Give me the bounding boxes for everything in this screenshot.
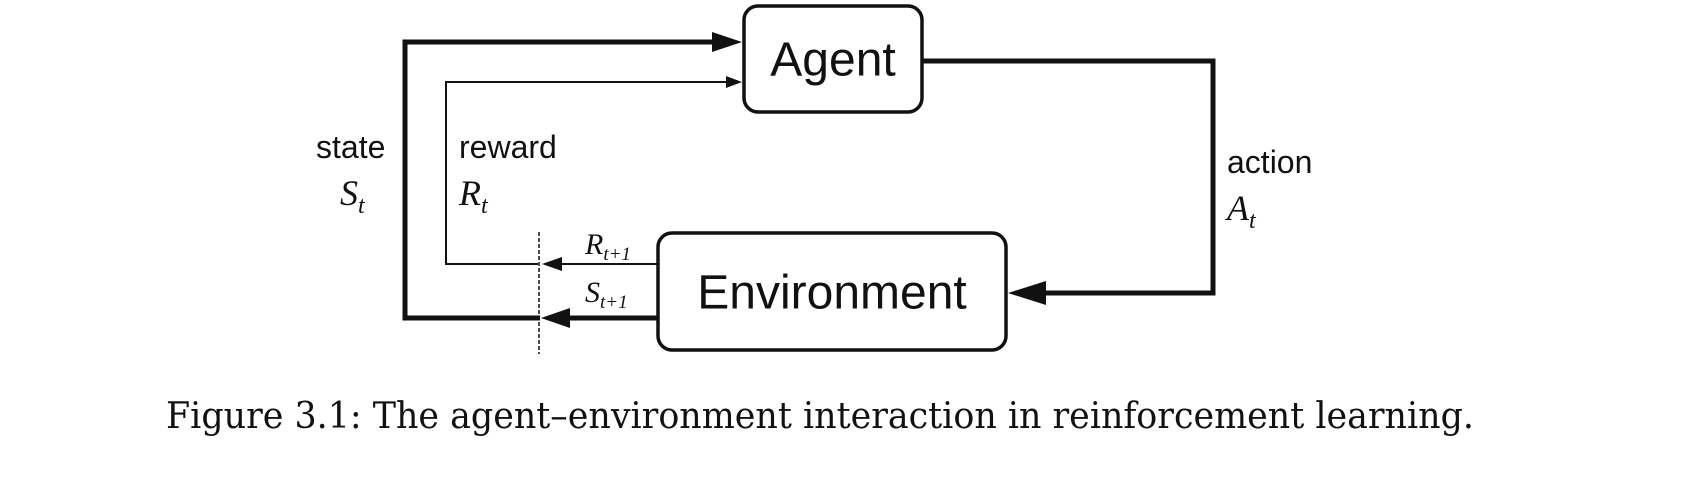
- figure-caption: Figure 3.1: The agent–environment intera…: [166, 396, 1474, 437]
- next-reward-arrowhead: [542, 257, 562, 271]
- reward-word: reward: [459, 129, 557, 165]
- agent-label: Agent: [770, 34, 895, 87]
- action-symbol: At: [1225, 188, 1257, 234]
- reward-label-group: reward Rt: [458, 129, 557, 219]
- state-arrowhead: [712, 32, 742, 52]
- environment-label: Environment: [697, 267, 966, 320]
- action-label-group: action At: [1225, 144, 1312, 234]
- reward-edge: [445, 76, 742, 265]
- state-edge: [402, 32, 742, 321]
- next-reward-edge: [542, 257, 658, 271]
- action-arrowhead: [1008, 281, 1046, 305]
- reward-symbol: Rt: [458, 173, 489, 219]
- action-word: action: [1227, 144, 1312, 180]
- next-state-symbol: St+1: [585, 276, 628, 313]
- next-reward-symbol: Rt+1: [584, 228, 631, 265]
- environment-node: Environment: [656, 231, 1008, 352]
- state-word: state: [316, 129, 385, 165]
- state-label-group: state St: [316, 129, 385, 219]
- reward-arrowhead: [726, 76, 742, 88]
- next-state-edge: [541, 308, 658, 328]
- action-edge: [922, 58, 1216, 305]
- next-state-arrowhead: [541, 308, 570, 328]
- state-symbol: St: [340, 173, 366, 219]
- agent-node: Agent: [742, 4, 924, 114]
